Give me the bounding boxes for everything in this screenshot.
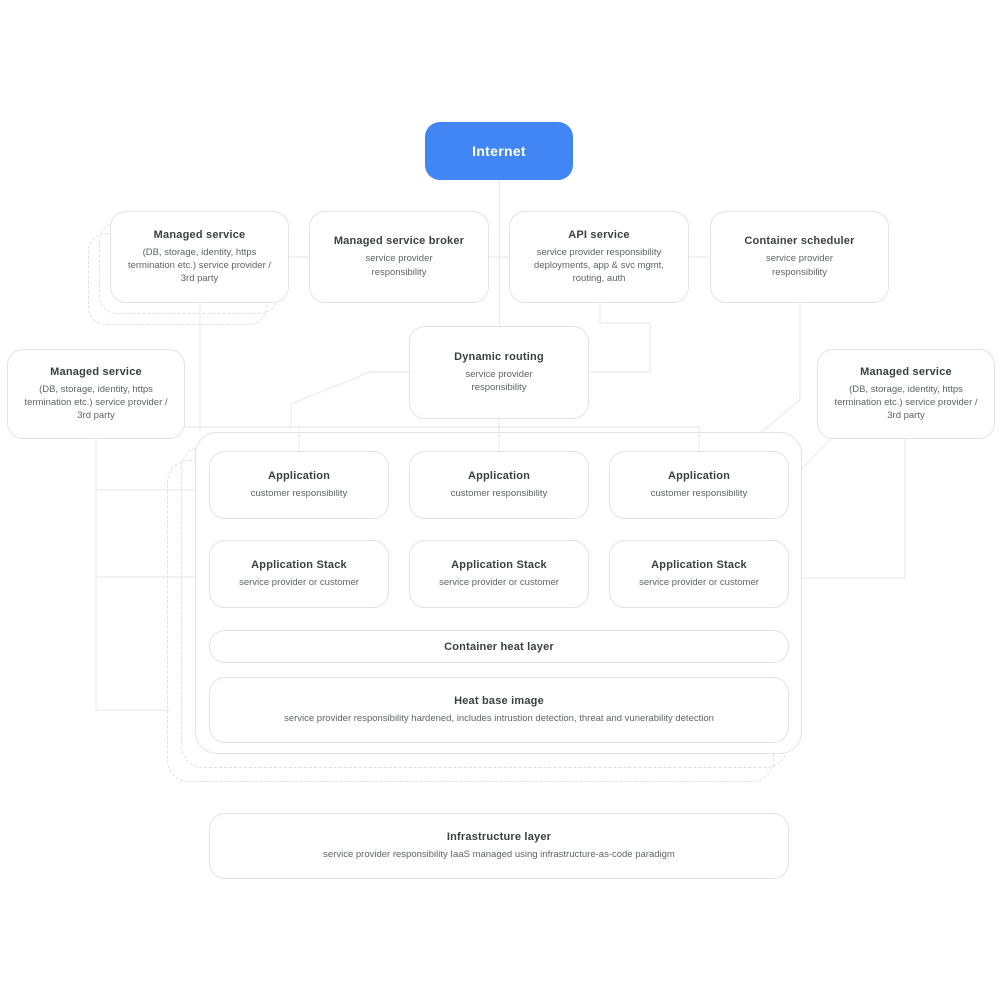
node-subtitle: service provider responsibility (765, 253, 834, 278)
node-title: Dynamic routing (454, 350, 544, 363)
node-subtitle: (DB, storage, identity, https terminatio… (834, 383, 978, 422)
node-dynamic-routing: Dynamic routing service provider respons… (409, 326, 589, 419)
node-title: Application Stack (451, 558, 547, 571)
node-managed-service-broker: Managed service broker service provider … (309, 211, 489, 303)
node-subtitle: customer responsibility (650, 487, 748, 499)
node-application-stack-2: Application Stack service provider or cu… (409, 540, 589, 608)
node-subtitle: service provider responsibility IaaS man… (323, 848, 675, 860)
node-application-2: Application customer responsibility (409, 451, 589, 519)
node-title: Container heat layer (444, 640, 554, 653)
node-title: Heat base image (454, 694, 544, 707)
node-title: Managed service (153, 228, 246, 241)
node-container-scheduler: Container scheduler service provider res… (710, 211, 889, 303)
node-title: Internet (472, 143, 526, 159)
node-managed-service-right: Managed service (DB, storage, identity, … (817, 349, 995, 439)
node-subtitle: service provider responsibility deployme… (534, 246, 664, 285)
node-subtitle: service provider or customer (239, 576, 359, 588)
connector-left-bus (95, 439, 195, 711)
node-title: Managed service (50, 365, 142, 378)
node-title: Infrastructure layer (446, 830, 552, 843)
node-title: Managed service (860, 365, 952, 378)
node-title: Application Stack (251, 558, 347, 571)
node-title: Managed service broker (333, 235, 465, 248)
node-subtitle: service provider responsibility (465, 368, 533, 393)
node-subtitle: (DB, storage, identity, https terminatio… (24, 383, 168, 422)
node-heat-base-image: Heat base image service provider respons… (209, 677, 789, 743)
node-subtitle: service provider responsibility hardened… (284, 712, 714, 724)
node-title: Application (467, 469, 531, 482)
node-subtitle: service provider responsibility (365, 253, 433, 278)
node-subtitle: service provider or customer (439, 576, 559, 588)
node-managed-service-top: Managed service (DB, storage, identity, … (110, 211, 289, 303)
node-container-heat-layer: Container heat layer (209, 630, 789, 663)
connector-api-to-dynamic-routing (588, 303, 651, 373)
node-application-stack-3: Application Stack service provider or cu… (609, 540, 789, 608)
node-title: Application (667, 469, 731, 482)
node-api-service: API service service provider responsibil… (509, 211, 689, 303)
connector-distributor (150, 371, 700, 428)
node-infrastructure-layer: Infrastructure layer service provider re… (209, 813, 789, 879)
node-managed-service-left: Managed service (DB, storage, identity, … (7, 349, 185, 439)
node-subtitle: customer responsibility (450, 487, 548, 499)
node-subtitle: (DB, storage, identity, https terminatio… (127, 246, 272, 285)
node-application-3: Application customer responsibility (609, 451, 789, 519)
node-subtitle: customer responsibility (250, 487, 348, 499)
node-title: API service (568, 228, 630, 241)
connector-to-applications (298, 419, 700, 451)
node-title: Application (267, 469, 331, 482)
node-application-stack-1: Application Stack service provider or cu… (209, 540, 389, 608)
node-title: Application Stack (651, 558, 747, 571)
node-internet: Internet (425, 122, 573, 180)
node-title: Container scheduler (744, 235, 855, 248)
connector-right-managed-service (800, 438, 906, 579)
connector-scheduler-down (751, 303, 801, 441)
node-application-1: Application customer responsibility (209, 451, 389, 519)
node-subtitle: service provider or customer (639, 576, 759, 588)
